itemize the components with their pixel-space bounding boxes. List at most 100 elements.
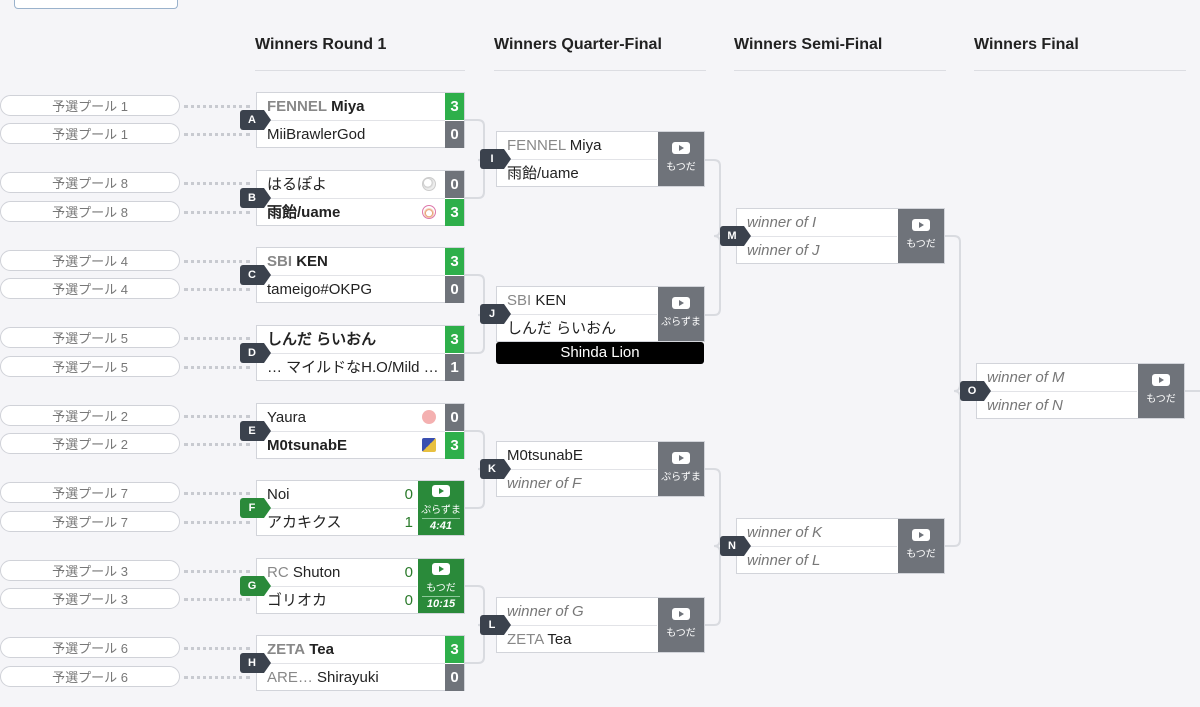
youtube-icon (432, 485, 450, 497)
pool-pill[interactable]: 予選プール 7 (0, 482, 180, 503)
match-tag: L (480, 615, 511, 635)
pool-connector (184, 598, 250, 601)
player-name: しんだ らいおん (267, 331, 377, 348)
stream-button[interactable]: もつだ (658, 598, 704, 652)
row-divider (257, 508, 417, 509)
player-row: ZETA Tea 3 (257, 636, 464, 663)
placeholder-name: winner of I (747, 214, 817, 231)
header-underline (494, 70, 706, 71)
team-tag: ZETA (267, 641, 306, 658)
pool-pill[interactable]: 予選プール 4 (0, 250, 180, 271)
score-badge: 3 (445, 636, 464, 663)
score-badge: 3 (445, 248, 464, 275)
match-card-c[interactable]: SBI KEN 3 tameigo#OKPG 0 (256, 247, 465, 303)
player-name: Tea (547, 631, 572, 648)
match-card-j[interactable]: SBI KEN しんだ らいおん ぷらずま (496, 286, 705, 342)
player-row: winner of L (737, 547, 897, 574)
pool-pill[interactable]: 予選プール 1 (0, 95, 180, 116)
match-tag: H (240, 653, 271, 673)
match-card-e[interactable]: Yaura 0 M0tsunabE 3 (256, 403, 465, 459)
youtube-icon (672, 608, 690, 620)
player-name: はるぽよ (267, 176, 328, 193)
match-tag: E (240, 421, 271, 441)
stream-button[interactable]: もつだ (898, 209, 944, 263)
team-tag: ZETA (507, 631, 544, 648)
pool-pill[interactable]: 予選プール 2 (0, 433, 180, 454)
stream-button[interactable]: もつだ (658, 132, 704, 186)
match-card-o[interactable]: winner of M winner of N もつだ (976, 363, 1185, 419)
stream-channel: もつだ (666, 162, 696, 173)
match-card-m[interactable]: winner of I winner of J もつだ (736, 208, 945, 264)
match-card-l[interactable]: winner of G ZETA Tea もつだ (496, 597, 705, 653)
pool-connector (184, 570, 250, 573)
stream-channel: もつだ (906, 239, 936, 250)
header-underline (734, 70, 946, 71)
player-row: 雨飴/uame 3 (257, 199, 464, 226)
row-divider (497, 159, 657, 160)
player-name: Tea (309, 641, 334, 658)
top-button-partial[interactable] (14, 0, 178, 9)
pool-pill[interactable]: 予選プール 8 (0, 172, 180, 193)
player-row: MiiBrawlerGod 0 (257, 121, 464, 148)
match-card-i[interactable]: FENNEL Miya 雨飴/uame もつだ (496, 131, 705, 187)
stream-button[interactable]: ぷらずま (658, 287, 704, 341)
pool-pill[interactable]: 予選プール 3 (0, 560, 180, 581)
pool-pill[interactable]: 予選プール 3 (0, 588, 180, 609)
pool-connector (184, 676, 250, 679)
team-tag: ARE… (267, 669, 313, 686)
player-name: KEN (296, 253, 328, 270)
pool-pill[interactable]: 予選プール 7 (0, 511, 180, 532)
header-underline (255, 70, 465, 71)
score-badge: 0 (445, 664, 464, 691)
live-stream-button[interactable]: もつだ 10:15 (418, 559, 464, 613)
match-card-b[interactable]: はるぽよ 0 雨飴/uame 3 (256, 170, 465, 226)
stream-button[interactable]: もつだ (1138, 364, 1184, 418)
match-card-k[interactable]: M0tsunabE winner of F ぷらずま (496, 441, 705, 497)
player-name: tameigo#OKPG (267, 281, 373, 298)
youtube-icon (432, 563, 450, 575)
player-row: FENNEL Miya 3 (257, 93, 464, 120)
match-card-d[interactable]: しんだ らいおん 3 … マイルドなH.O/Mild … 1 (256, 325, 465, 381)
match-card-f[interactable]: Noi 0 アカキクス 1 ぷらずま 4:41 (256, 480, 465, 536)
score-badge: 1 (445, 354, 464, 381)
live-stream-button[interactable]: ぷらずま 4:41 (418, 481, 464, 535)
player-name: Miya (331, 98, 365, 115)
row-divider (737, 546, 897, 547)
pool-pill[interactable]: 予選プール 4 (0, 278, 180, 299)
header-winners-semi-final: Winners Semi-Final (734, 36, 883, 53)
pool-pill[interactable]: 予選プール 5 (0, 327, 180, 348)
youtube-icon (672, 142, 690, 154)
stream-button[interactable]: ぷらずま (658, 442, 704, 496)
row-divider (257, 431, 445, 432)
match-card-g[interactable]: RC Shuton 0 ゴリオカ 0 もつだ 10:15 (256, 558, 465, 614)
match-tag: F (240, 498, 271, 518)
player-row: RC Shuton 0 (257, 559, 417, 586)
match-timer: 4:41 (422, 518, 460, 532)
player-name: Miya (569, 137, 602, 154)
pool-pill[interactable]: 予選プール 6 (0, 666, 180, 687)
match-card-a[interactable]: FENNEL Miya 3 MiiBrawlerGod 0 (256, 92, 465, 148)
youtube-icon (912, 529, 930, 541)
row-divider (257, 275, 445, 276)
pool-pill[interactable]: 予選プール 6 (0, 637, 180, 658)
falco-character-icon (422, 438, 436, 452)
match-card-n[interactable]: winner of K winner of L もつだ (736, 518, 945, 574)
pool-pill[interactable]: 予選プール 8 (0, 201, 180, 222)
player-row: ゴリオカ 0 (257, 587, 417, 614)
player-row: M0tsunabE 3 (257, 432, 464, 459)
stream-button[interactable]: もつだ (898, 519, 944, 573)
pool-connector (184, 647, 250, 650)
match-tag: C (240, 265, 271, 285)
header-winners-final: Winners Final (974, 36, 1079, 53)
pool-pill[interactable]: 予選プール 5 (0, 356, 180, 377)
player-row: Yaura 0 (257, 404, 464, 431)
player-name: アカキクス (267, 514, 342, 531)
pool-pill[interactable]: 予選プール 2 (0, 405, 180, 426)
match-tag: O (960, 381, 991, 401)
pool-pill[interactable]: 予選プール 1 (0, 123, 180, 144)
stream-channel: もつだ (906, 549, 936, 560)
live-score: 0 (404, 592, 413, 609)
match-timer: 10:15 (422, 596, 460, 610)
match-card-h[interactable]: ZETA Tea 3 ARE… Shirayuki 0 (256, 635, 465, 691)
match-tag: K (480, 459, 511, 479)
